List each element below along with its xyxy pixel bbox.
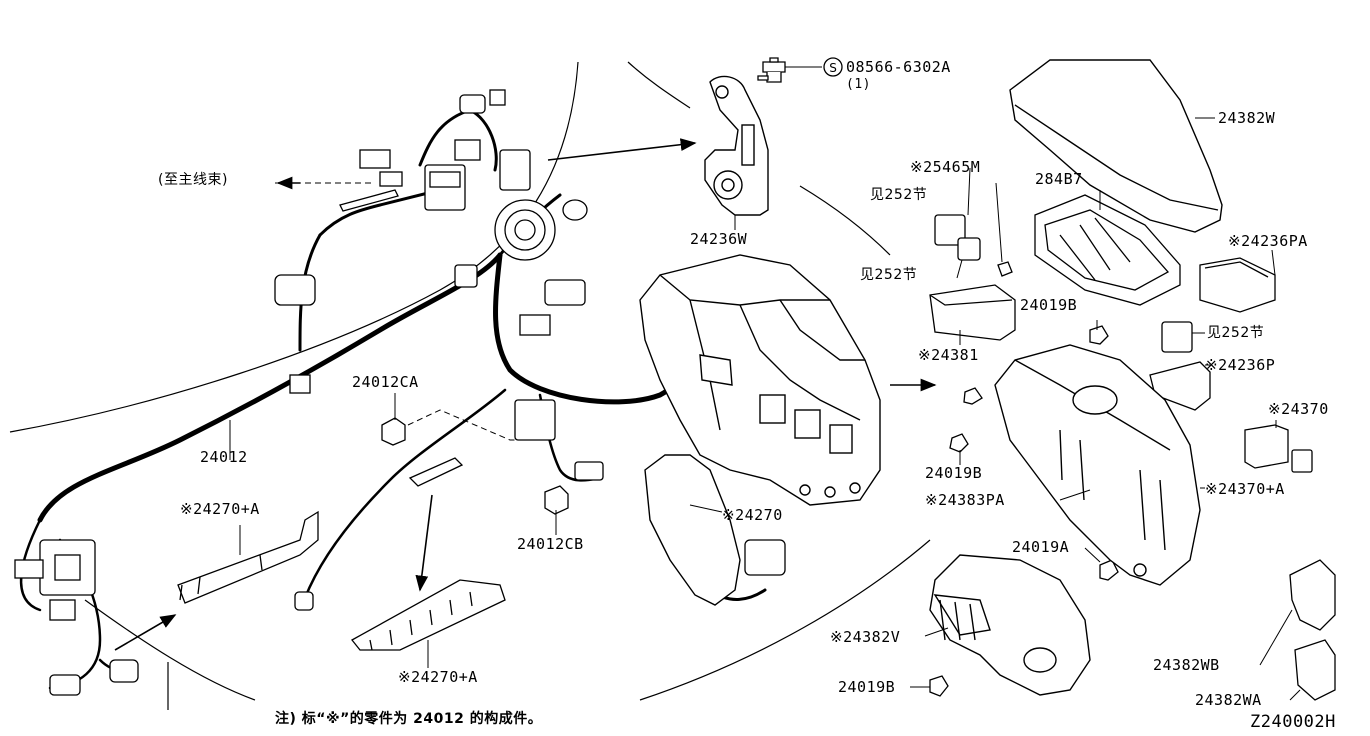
arrows [114,138,937,651]
harness-components [14,89,786,696]
label-cover-24382v: ※24382V [830,628,901,646]
label-harness-24012: 24012 [200,448,248,466]
label-relay-block-24381: ※24381 [918,346,979,364]
label-clip-24012ca: 24012CA [352,373,419,391]
label-see-252-3: 见252节 [1207,325,1265,341]
label-harness-24270: ※24270 [722,506,783,524]
standard-part-symbol-icon [823,57,843,77]
label-holder-24236pa: ※24236PA [1228,232,1308,250]
label-fuse-block-284b7: 284B7 [1035,170,1083,188]
bolt-08566 [757,57,786,83]
label-protector-24270a-2: ※24270+A [398,668,478,686]
cover-24382w [1009,59,1223,233]
label-clip-24019a: 24019A [1012,538,1070,556]
clips-24012 [381,417,569,515]
body-contour-lines [9,61,931,710]
label-fuse-24370: ※24370 [1268,400,1329,418]
box-24383pa [994,344,1201,586]
label-bracket-24236w: 24236W [690,230,748,248]
label-clip-24012cb: 24012CB [517,535,584,553]
label-protector-24270a-1: ※24270+A [180,500,260,518]
label-bolt-part: 08566-6302A [846,58,951,76]
label-see-252-1: 见252节 [870,187,928,203]
diagram-code: Z240002H [1250,712,1336,732]
label-nut-24019b-2: 24019B [925,464,983,482]
label-holder-24236p: ※24236P [1205,356,1276,374]
relay-box-assembly [639,254,881,606]
label-cover-24382w: 24382W [1218,109,1276,127]
label-relay-25465m: ※25465M [910,158,981,176]
label-nut-24019b-1: 24019B [1020,296,1078,314]
label-nut-24019b-3: 24019B [838,678,896,696]
dashed-leaders [275,182,520,441]
label-cover-24382wa: 24382WA [1195,691,1262,709]
label-cover-24382wb: 24382WB [1153,656,1220,674]
label-box-24383pa: ※24383PA [925,491,1005,509]
covers-24382wa-wb [1289,559,1336,701]
footnote: 注) 标“※”的零件为 24012 的构成件。 [275,711,543,727]
leader-lines [229,66,1301,701]
label-to-main-harness: (至主线束) [158,172,228,188]
label-fuse-24370a: ※24370+A [1205,480,1285,498]
protectors-24270a [177,457,506,651]
standard-part-s: S [829,61,837,75]
label-see-252-2: 见252节 [860,267,918,283]
label-bolt-qty: (1) [846,77,871,92]
fuse-block-284b7 [1034,194,1181,306]
cover-24382v [929,554,1091,696]
relay-parts [929,214,1313,697]
bracket-24236w [704,75,769,216]
